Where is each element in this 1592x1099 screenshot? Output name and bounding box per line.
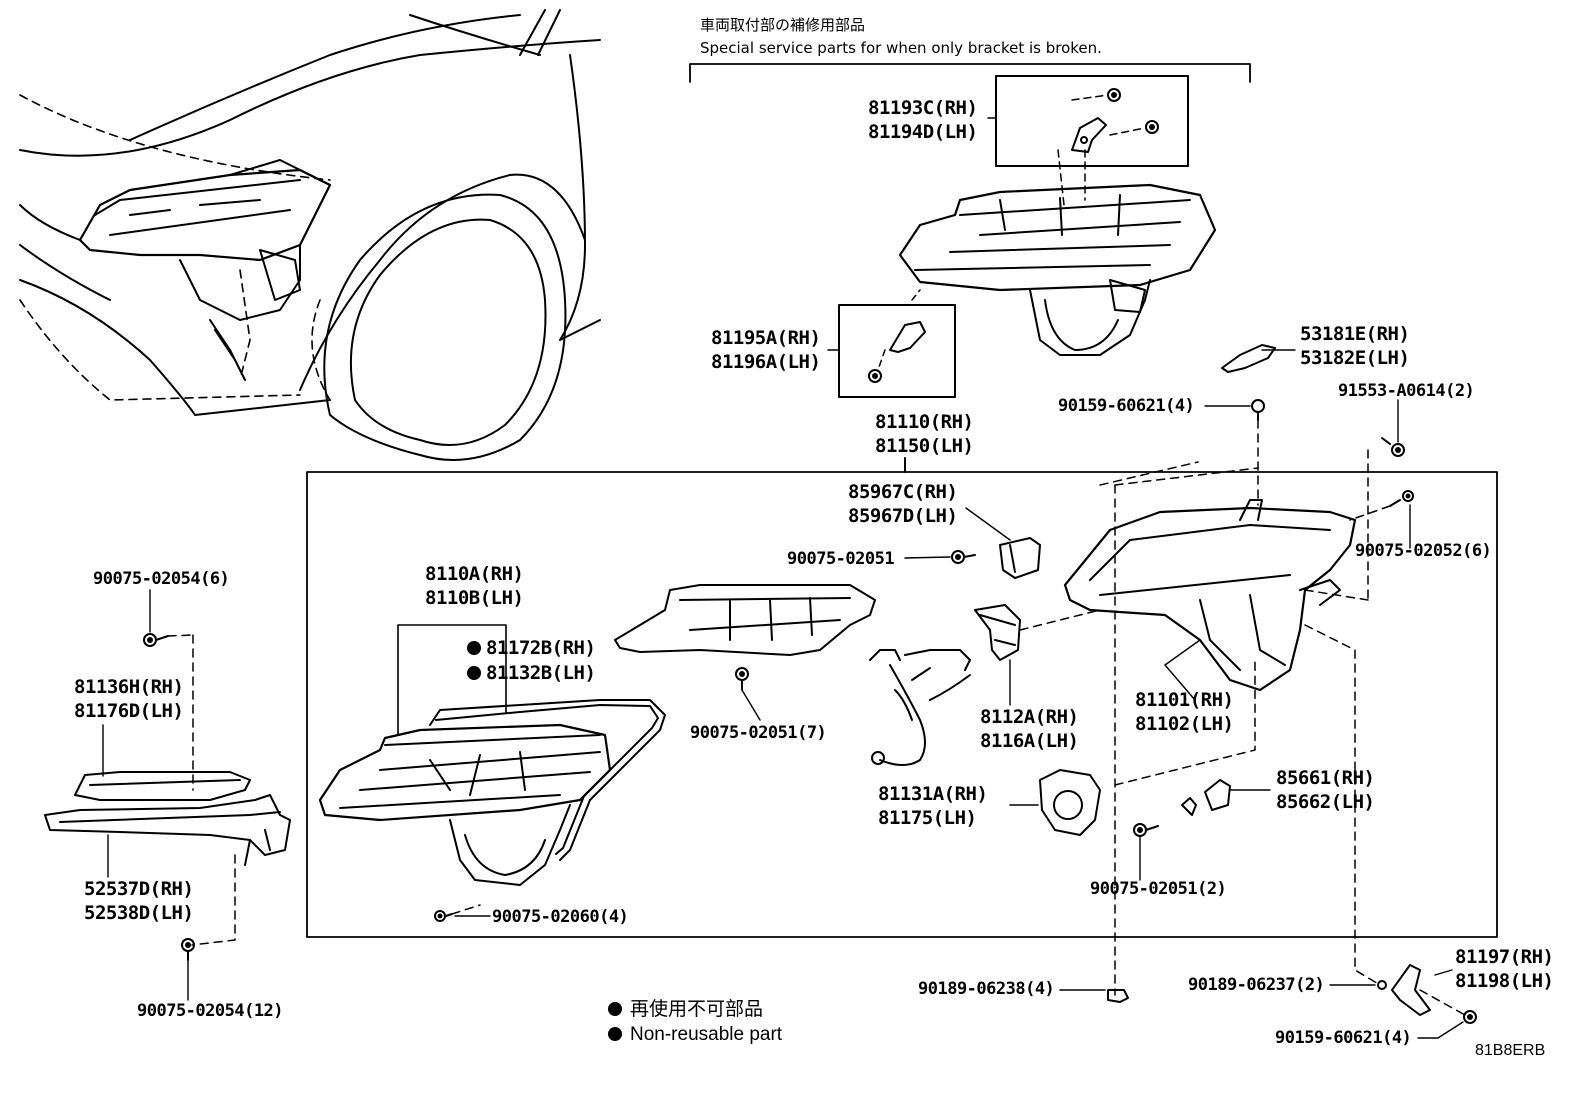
callout-81132b-lh: 81132B(LH) (486, 662, 596, 684)
callout-81193-rh: 81193C(RH) (868, 97, 978, 119)
assembly-box-81110 (306, 471, 1498, 938)
callout-85967d-lh: 85967D(LH) (848, 505, 958, 527)
callout-81176d-lh: 81176D(LH) (74, 700, 184, 722)
legend-en-text: Non-reusable part (630, 1024, 783, 1045)
callout-53182-lh: 53182E(LH) (1300, 347, 1410, 369)
callout-90075-02051-b: 90075-02051(7) (690, 723, 827, 743)
callout-90075-02060: 90075-02060(4) (492, 907, 629, 927)
bolt-90075-02052 (1389, 490, 1414, 507)
callout-81194-lh: 81194D(LH) (868, 121, 978, 143)
callout-81110-rh: 81110(RH) (875, 411, 974, 433)
callout-53181-rh: 53181E(RH) (1300, 323, 1410, 345)
special-parts-note-jp: 車両取付部の補修用部品 (700, 16, 866, 34)
headlamp-assembly-top (898, 183, 1217, 356)
cover-81131 (1039, 769, 1101, 836)
non-reusable-dot-icon (608, 1027, 622, 1041)
callout-81150-lh: 81150(LH) (875, 435, 974, 457)
callout-90189-06237: 90189-06237(2) (1188, 975, 1325, 995)
callout-81197-rh: 81197(RH) (1455, 946, 1554, 968)
bracket-53181 (1221, 344, 1276, 373)
bracket-box-81195 (838, 304, 956, 398)
callout-85967c-rh: 85967C(RH) (848, 481, 958, 503)
bolt-90075-02054a (143, 633, 169, 647)
vehicle-hidden-lines (19, 94, 331, 401)
callout-90159-b: 90159-60621(4) (1275, 1028, 1412, 1048)
callout-8116a-lh: 8116A(LH) (980, 730, 1079, 752)
callout-85662-lh: 85662(LH) (1276, 791, 1375, 813)
callout-81101-rh: 81101(RH) (1135, 689, 1234, 711)
non-reusable-dot-icon (608, 1002, 622, 1016)
callout-90075-02052: 90075-02052(6) (1355, 541, 1492, 561)
callout-91553: 91553-A0614(2) (1338, 381, 1475, 401)
wire-harness (869, 649, 971, 766)
callout-8110a-rh: 8110A(RH) (425, 563, 524, 585)
bracket-85661 (1181, 779, 1231, 816)
nut-90189-06238 (1107, 989, 1129, 1003)
bolt-90075-02051a (951, 550, 976, 564)
callout-81195-rh: 81195A(RH) (711, 327, 821, 349)
callout-90075-02051-a: 90075-02051 (787, 549, 895, 569)
legend-jp: 再使用不可部品 (608, 997, 763, 1023)
hidden-lines (167, 419, 1466, 1016)
callout-90075-02051-c: 90075-02051(2) (1090, 879, 1227, 899)
socket-8112 (974, 604, 1021, 661)
callout-81196-lh: 81196A(LH) (711, 351, 821, 373)
frame-bracket (614, 584, 876, 656)
headlamp-lens-8110 (318, 699, 666, 886)
bracket-81193-drawing (1071, 88, 1159, 153)
callout-90075-02054-a: 90075-02054(6) (93, 569, 230, 589)
callout-52538d-lh: 52538D(LH) (84, 902, 194, 924)
bolt-90159a (1251, 399, 1265, 421)
callout-81102-lh: 81102(LH) (1135, 713, 1234, 735)
bracket-52537 (44, 794, 291, 866)
diagram-code: 81B8ERB (1475, 1042, 1546, 1059)
callout-8110b-lh: 8110B(LH) (425, 587, 524, 609)
callout-8112a-rh: 8112A(RH) (980, 706, 1079, 728)
legend-en: Non-reusable part (608, 1022, 782, 1048)
callout-81172b-rh: 81172B(RH) (486, 637, 596, 659)
leader-lines (102, 117, 1464, 1039)
bracket-81195-drawing (868, 321, 926, 383)
callout-90159-a: 90159-60621(4) (1058, 396, 1195, 416)
callout-52537d-rh: 52537D(RH) (84, 878, 194, 900)
callout-81175-lh: 81175(LH) (878, 807, 977, 829)
callout-90075-02054-b: 90075-02054(12) (137, 1001, 284, 1021)
headlamp-housing-81101 (1063, 499, 1357, 692)
module-85967 (999, 537, 1041, 579)
bolt-90075-02060 (434, 910, 453, 922)
callout-81198-lh: 81198(LH) (1455, 970, 1554, 992)
callout-85661-rh: 85661(RH) (1276, 767, 1375, 789)
bracket-81136 (74, 771, 251, 801)
callout-81131a-rh: 81131A(RH) (878, 783, 988, 805)
nut-90189-06237 (1377, 980, 1387, 990)
callout-81136h-rh: 81136H(RH) (74, 676, 184, 698)
special-parts-note-en: Special service parts for when only brac… (700, 39, 1102, 57)
special-bracket-outline (689, 63, 1251, 83)
bolt-90159b (1463, 1010, 1477, 1024)
bolt-90075-02051b (735, 667, 749, 691)
bracket-81197 (1391, 964, 1431, 1016)
callout-90189-06238: 90189-06238(4) (918, 979, 1055, 999)
vehicle-front-illustration (19, 9, 601, 461)
bracket-box-81193 (995, 75, 1189, 167)
legend-jp-text: 再使用不可部品 (630, 999, 764, 1020)
bolt-91553 (1381, 437, 1405, 457)
